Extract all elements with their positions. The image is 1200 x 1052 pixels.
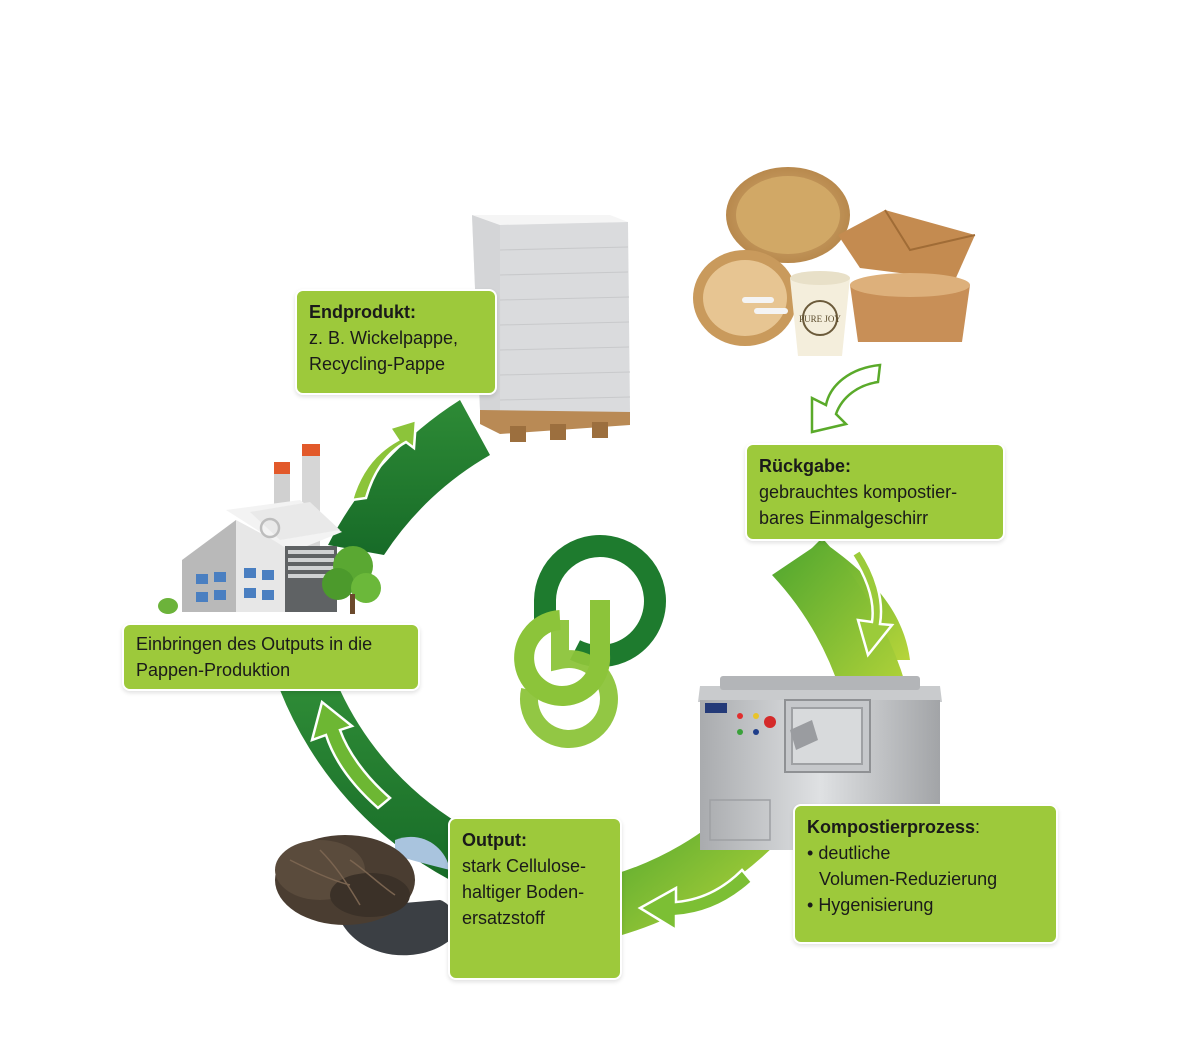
- logo-icon: [514, 535, 666, 748]
- cup-label: PURE JOY: [799, 314, 841, 324]
- arrow-icon: [810, 363, 882, 434]
- output-text-line: stark Cellulose-: [462, 856, 587, 876]
- einbringen-step-box: Einbringen des Outputs in die Pappen-Pro…: [122, 623, 420, 691]
- kompostierprozess-bullet-continuation: Volumen-Reduzierung: [819, 869, 998, 889]
- endprodukt-title: Endprodukt:: [309, 302, 416, 322]
- disposable-tableware-image: PURE JOY: [693, 167, 976, 356]
- arrow-icon: [350, 418, 418, 502]
- endprodukt-step-box: Endprodukt: z. B. Wickelpappe, Recycling…: [295, 289, 497, 395]
- kompostierprozess-title-suffix: :: [975, 817, 981, 837]
- paper-stack-image: [472, 215, 631, 442]
- kompostierprozess-title: Kompostierprozess: [807, 817, 976, 837]
- output-text-line: ersatzstoff: [462, 908, 545, 928]
- output-text-line: haltiger Boden-: [462, 882, 585, 902]
- soil-in-hands-image: [275, 835, 456, 956]
- output-title: Output:: [462, 830, 527, 850]
- kompostierprozess-heading: Kompostierprozess:: [807, 814, 1044, 840]
- rueckgabe-title: Rückgabe:: [759, 456, 852, 476]
- endprodukt-text-line: Recycling-Pappe: [309, 354, 446, 374]
- arrow-icon: [310, 699, 392, 810]
- factory-image: [158, 444, 381, 614]
- output-step-box: Output: stark Cellulose- haltiger Boden-…: [448, 817, 622, 980]
- arrow-icon: [850, 548, 895, 658]
- arrow-icon: [637, 868, 754, 933]
- endprodukt-text-line: z. B. Wickelpappe,: [309, 328, 459, 348]
- einbringen-text-line: Pappen-Produktion: [136, 660, 291, 680]
- rueckgabe-text-line: gebrauchtes kompostier-: [759, 482, 958, 502]
- einbringen-text-line: Einbringen des Outputs in die: [136, 634, 373, 654]
- rueckgabe-step-box: Rückgabe: gebrauchtes kompostier- bares …: [745, 443, 1005, 541]
- rueckgabe-text-line: bares Einmalgeschirr: [759, 508, 929, 528]
- kompostierprozess-bullet: Hygenisierung: [807, 892, 1044, 918]
- kompostierprozess-bullet: deutliche: [807, 840, 1044, 866]
- kompostierprozess-step-box: Kompostierprozess: deutliche Volumen-Red…: [793, 804, 1058, 944]
- composting-machine-image: [698, 676, 942, 850]
